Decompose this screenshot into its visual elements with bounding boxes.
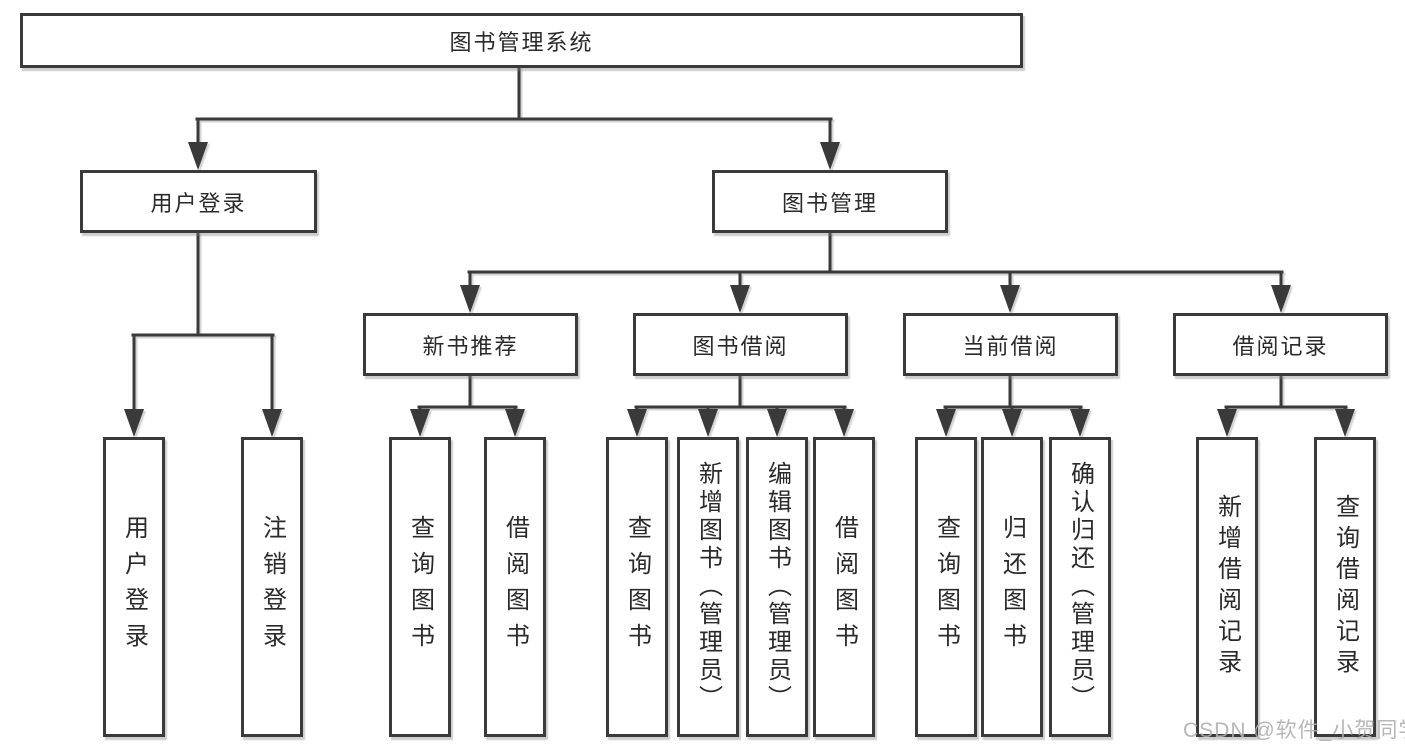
leaf-logout: 注销登录	[241, 437, 303, 737]
node-borrowing-records: 借阅记录	[1173, 313, 1388, 376]
arrow-icon	[820, 142, 840, 170]
leaf-user-login: 用户登录	[103, 437, 165, 737]
leaf-query-books-current: 查询图书	[915, 437, 977, 737]
arrow-icon	[460, 285, 480, 313]
arrow-icon	[698, 409, 718, 437]
leaf-query-books-borrow: 查询图书	[606, 437, 668, 737]
arrow-icon	[627, 409, 647, 437]
connector-borrowrecord-to-leaves	[1224, 374, 1348, 417]
arrowheads	[124, 142, 1355, 437]
arrow-icon	[834, 409, 854, 437]
arrow-icon	[1000, 285, 1020, 313]
arrow-icon	[1271, 285, 1291, 313]
arrow-icon	[124, 409, 144, 437]
node-book-borrowing: 图书借阅	[633, 313, 848, 376]
arrow-icon	[505, 409, 525, 437]
node-current-borrowing: 当前借阅	[903, 313, 1118, 376]
arrow-icon	[410, 409, 430, 437]
leaf-add-book-admin: 新增图书（管理员）	[677, 437, 739, 737]
arrow-icon	[1002, 409, 1022, 437]
node-book-management: 图书管理	[712, 170, 948, 233]
arrow-icon	[1335, 409, 1355, 437]
leaf-query-borrow-record: 查询借阅记录	[1314, 437, 1376, 737]
arrow-icon	[730, 285, 750, 313]
leaf-return-book: 归还图书	[981, 437, 1043, 737]
connector-bookborrow-to-leaves	[634, 374, 847, 417]
arrow-icon	[767, 409, 787, 437]
arrow-icon	[262, 409, 282, 437]
leaf-add-borrow-record: 新增借阅记录	[1196, 437, 1258, 737]
connector-bookmgmt-to-level3	[467, 231, 1284, 294]
node-library-management-system: 图书管理系统	[20, 13, 1023, 68]
arrow-icon	[1217, 409, 1237, 437]
arrow-icon	[1070, 409, 1090, 437]
leaf-query-books-newbook: 查询图书	[389, 437, 451, 737]
leaf-edit-book-admin: 编辑图书（管理员）	[746, 437, 808, 737]
leaf-borrow-books: 借阅图书	[813, 437, 875, 737]
leaf-borrow-books-newbook: 借阅图书	[484, 437, 546, 737]
node-user-login: 用户登录	[80, 170, 317, 233]
connector-newbook-to-leaves	[417, 374, 518, 417]
arrow-icon	[188, 142, 208, 170]
csdn-watermark: CSDN @软件_小贺同学	[1183, 719, 1405, 742]
node-new-book-recommend: 新书推荐	[363, 313, 578, 376]
connector-userlogin-to-leaves	[131, 231, 275, 417]
connector-root-to-level2	[195, 66, 833, 152]
arrow-icon	[936, 409, 956, 437]
leaf-confirm-return-admin: 确认归还（管理员）	[1049, 437, 1111, 737]
